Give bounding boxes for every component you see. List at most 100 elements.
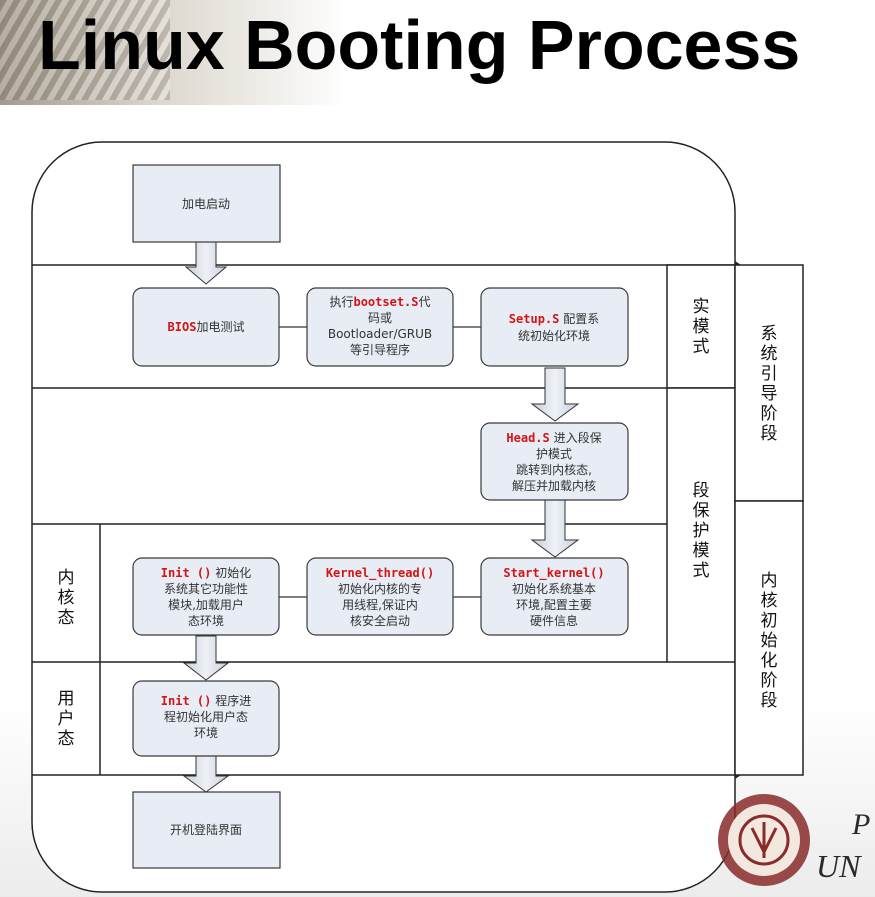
setup-text: 配置系: [559, 312, 599, 326]
head-code: Head.S: [506, 431, 549, 445]
down-arrow: [182, 755, 230, 793]
kernel-init-char: 始: [761, 631, 778, 651]
kernel-mode-char: 态: [58, 608, 75, 628]
kernel-thread-line4: 核安全启动: [350, 613, 410, 628]
protected-mode-cell: [666, 387, 736, 663]
setup-box: [480, 287, 629, 367]
kernel-thread-box: [306, 557, 454, 636]
power-on-label: 加电启动: [182, 197, 230, 211]
kernel-init-stage-cell: [734, 500, 804, 776]
system-boot-char: 导: [761, 384, 778, 404]
kernel-mode-char: 内: [58, 568, 75, 588]
init-user-line3: 环境: [194, 725, 218, 740]
head-text: 进入段保: [550, 430, 602, 445]
init-kernel-line3: 模块,加载用户: [168, 597, 244, 612]
system-boot-char: 系: [761, 324, 778, 344]
real-mode-cell: [666, 264, 736, 389]
system-boot-char: 引: [761, 364, 778, 384]
down-arrow: [182, 635, 230, 681]
head-box: [480, 422, 629, 501]
init-user-text: 程序进: [211, 693, 251, 708]
kernel-init-char: 阶: [761, 671, 778, 691]
user-mode-label: 用 户 态: [58, 689, 75, 749]
user-mode-char: 用: [58, 689, 75, 709]
protected-mode-char: 模: [693, 541, 710, 561]
init-user-box: [132, 680, 280, 757]
kernel-init-char: 段: [761, 691, 778, 711]
bootloader-box: [306, 287, 454, 367]
kernel-init-char: 核: [761, 591, 778, 611]
protected-mode-char: 段: [693, 481, 710, 501]
bios-label-text: 加电测试: [196, 319, 244, 334]
system-boot-stage-cell: [734, 264, 804, 502]
login-box: [132, 791, 281, 869]
bootloader-suffix: 代: [419, 295, 431, 309]
protected-mode-char: 护: [693, 521, 710, 541]
init-kernel-line4: 态环境: [188, 613, 224, 628]
setup-line1: Setup.S 配置系: [509, 312, 599, 326]
head-line3: 跳转到内核态,: [516, 462, 592, 477]
outer-frame: [31, 141, 736, 893]
kernel-thread-line3: 用线程,保证内: [342, 597, 418, 612]
university-seal-logo: [718, 794, 810, 886]
university-logo-text-line2: UN: [816, 848, 861, 884]
kernel-init-char: 内: [761, 571, 778, 591]
bootloader-line1: 执行bootset.S代: [329, 295, 430, 309]
system-boot-char: 阶: [761, 404, 778, 424]
kernel-init-stage-label: 内 核 初 始 化 阶 段: [761, 571, 778, 711]
down-arrow: [184, 241, 228, 285]
protected-mode-label: 段 保 护 模 式: [693, 481, 710, 581]
kernel-mode-char: 核: [58, 588, 75, 608]
head-line2: 护模式: [536, 447, 572, 461]
bios-label: BIOS加电测试: [168, 319, 245, 334]
kernel-init-char: 化: [761, 651, 778, 671]
protected-mode-char: 保: [693, 501, 710, 521]
bootloader-code: bootset.S: [353, 295, 418, 309]
start-kernel-box: [480, 557, 629, 636]
setup-code: Setup.S: [509, 312, 560, 326]
bootloader-line3: Bootloader/GRUB: [328, 327, 432, 341]
university-logo-text-line1: P: [852, 808, 871, 841]
user-mode-char: 户: [58, 709, 75, 729]
bios-box: [132, 287, 280, 367]
login-label: 开机登陆界面: [170, 822, 242, 837]
down-arrow: [530, 367, 580, 422]
system-boot-char: 统: [761, 344, 778, 364]
start-kernel-code: Start_kernel(): [503, 566, 604, 581]
kernel-mode-label: 内 核 态: [58, 568, 75, 628]
header-decoration: [0, 0, 170, 100]
init-kernel-line1: Init () 初始化: [161, 566, 251, 580]
system-boot-stage-label: 系 统 引 导 阶 段: [761, 324, 778, 444]
bootloader-line2: 码或: [368, 311, 392, 325]
start-kernel-line4: 硬件信息: [530, 613, 578, 628]
kernel-thread-code: Kernel_thread(): [326, 566, 434, 581]
init-user-line1: Init () 程序进: [161, 693, 251, 708]
bios-label-code: BIOS: [168, 320, 197, 334]
power-on-box: [132, 164, 281, 243]
head-line4: 解压并加载内核: [512, 479, 596, 493]
init-user-line2: 程初始化用户态: [164, 709, 248, 724]
kernel-thread-line2: 初始化内核的专: [338, 581, 422, 596]
setup-line2: 统初始化环境: [518, 328, 590, 343]
real-mode-label: 实 模 式: [693, 297, 710, 357]
kernel-init-char: 初: [761, 611, 778, 631]
down-arrow: [530, 499, 580, 558]
init-kernel-text: 初始化: [211, 566, 251, 580]
bootloader-prefix: 执行: [329, 295, 353, 309]
start-kernel-line3: 环境,配置主要: [516, 597, 592, 612]
real-mode-char: 式: [693, 337, 710, 357]
real-mode-char: 模: [693, 317, 710, 337]
init-kernel-line2: 系统其它功能性: [164, 581, 248, 596]
header-background: [0, 0, 875, 105]
real-mode-char: 实: [693, 297, 710, 317]
page-title: Linux Booting Process: [38, 6, 801, 84]
init-user-code: Init (): [161, 694, 212, 708]
start-kernel-line2: 初始化系统基本: [512, 582, 596, 596]
bootloader-line4: 等引导程序: [350, 342, 410, 357]
protected-mode-char: 式: [693, 561, 710, 581]
system-boot-char: 段: [761, 424, 778, 444]
user-mode-char: 态: [58, 729, 75, 749]
init-kernel-code: Init (): [161, 566, 212, 580]
init-kernel-box: [132, 557, 280, 636]
